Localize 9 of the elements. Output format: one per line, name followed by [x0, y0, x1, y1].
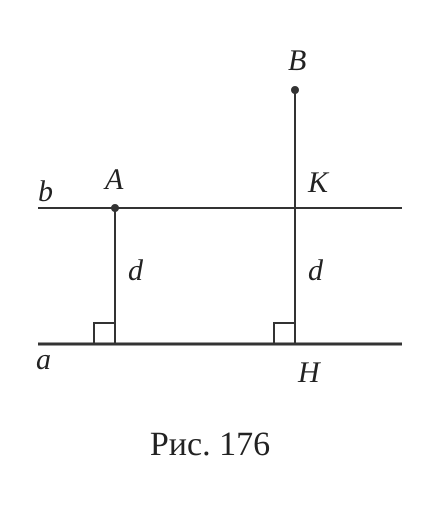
- point-label: K: [308, 168, 328, 198]
- segment-label: d: [308, 256, 323, 286]
- point-label: H: [298, 358, 320, 388]
- line-label: a: [36, 345, 51, 375]
- figure-caption: Рис. 176: [148, 425, 272, 465]
- segment-label: d: [128, 256, 143, 286]
- point-label: A: [105, 165, 124, 195]
- line-label: b: [38, 177, 53, 207]
- point-label: B: [288, 46, 306, 76]
